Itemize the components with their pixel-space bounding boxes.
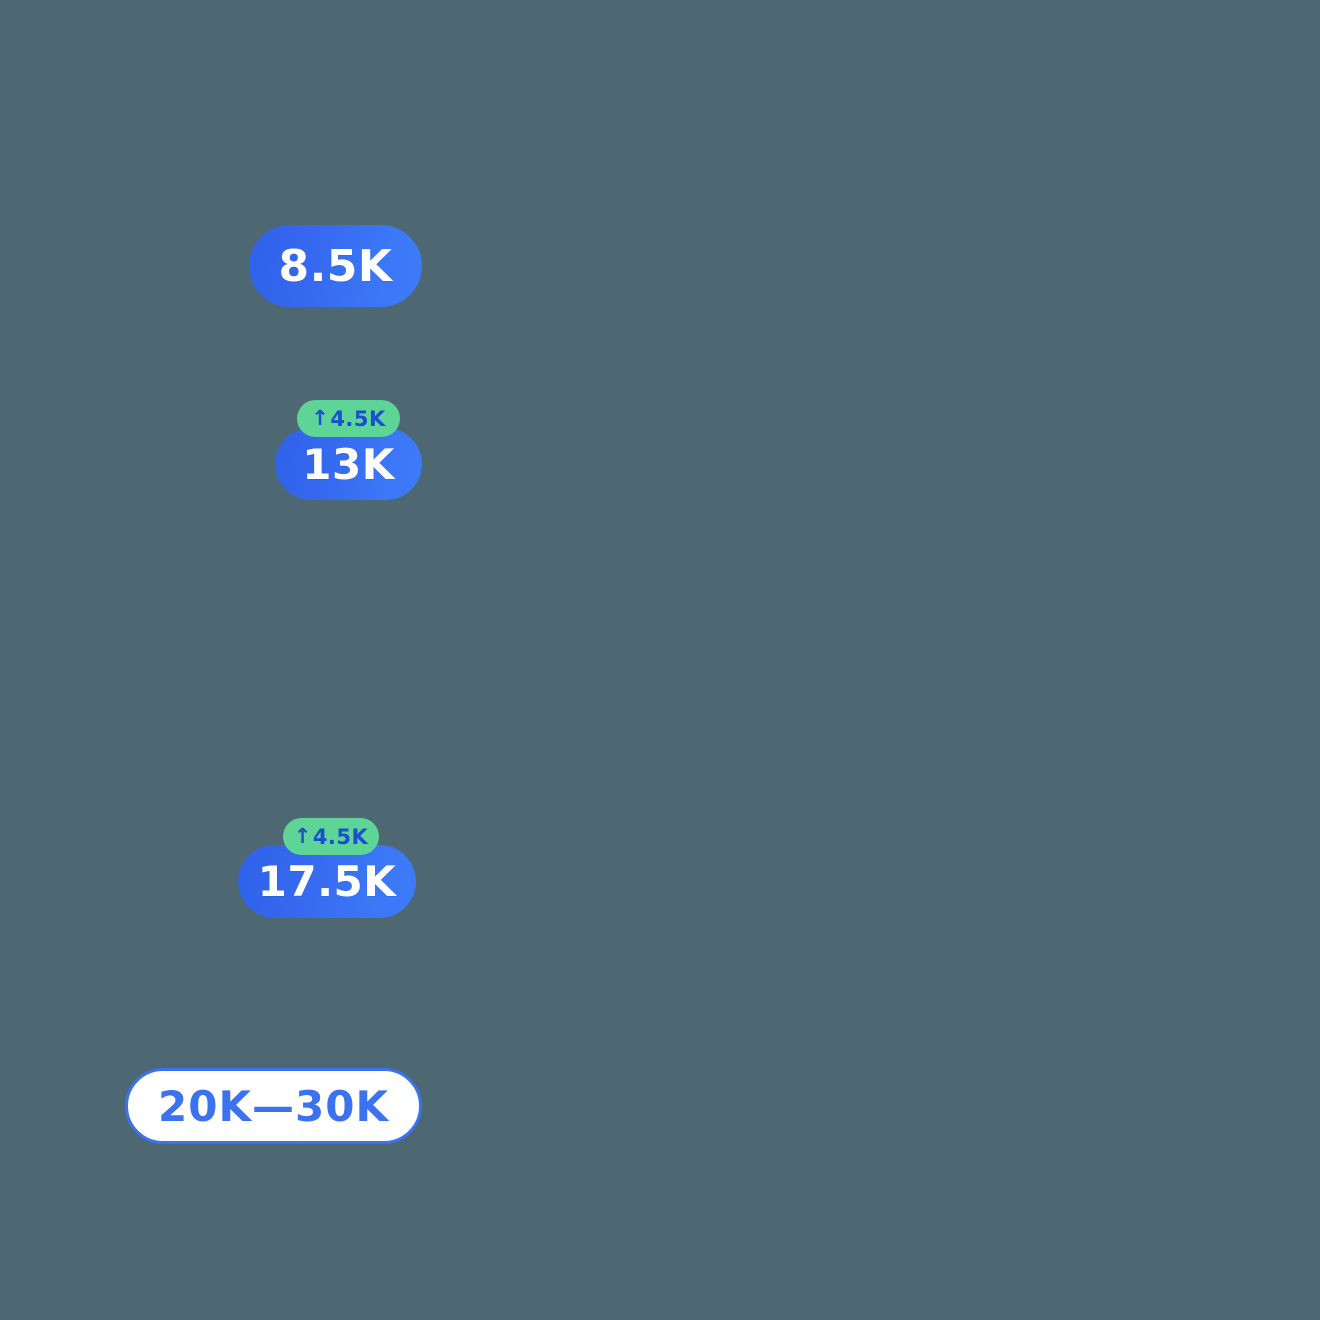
metric-group-range: 20K—30K — [125, 1068, 422, 1144]
metric-group-secondary: ↑4.5K 13K — [275, 400, 422, 500]
trend-up-arrow-icon: ↑ — [293, 824, 312, 848]
metric-group-tertiary: ↑4.5K 17.5K — [238, 818, 416, 918]
delta-value-tertiary: 4.5K — [312, 824, 369, 849]
metric-value-pill-primary[interactable]: 8.5K — [249, 225, 422, 307]
metric-value-pill-secondary[interactable]: 13K — [275, 428, 422, 500]
metric-group-primary: 8.5K — [249, 225, 422, 307]
metric-value-pill-tertiary[interactable]: 17.5K — [238, 845, 416, 918]
delta-value-secondary: 4.5K — [330, 406, 386, 431]
trend-up-arrow-icon: ↑ — [311, 406, 330, 430]
delta-badge-tertiary[interactable]: ↑4.5K — [283, 818, 379, 855]
metric-range-pill[interactable]: 20K—30K — [125, 1068, 422, 1144]
delta-badge-secondary[interactable]: ↑4.5K — [297, 400, 400, 437]
